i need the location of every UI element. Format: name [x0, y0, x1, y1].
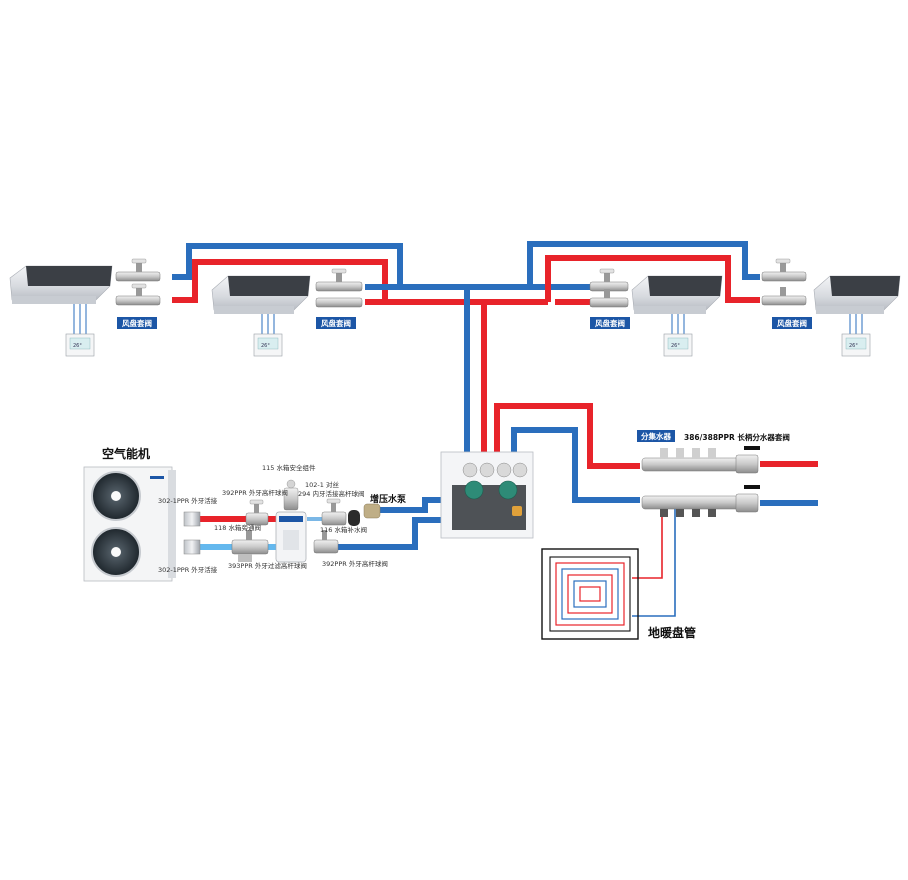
label-302-bottom: 302-1PPR 外牙活接	[158, 565, 218, 574]
fan-coil-unit-icon	[9, 265, 113, 304]
floor-heating-coil: 地暖盘管	[541, 548, 696, 640]
fan-coil-valve-label: 风盘套阀	[122, 318, 152, 328]
thermostat-panel-icon: 26°	[253, 333, 283, 357]
unit-fittings	[183, 479, 381, 563]
label-294: 294 内牙活接高杆球阀	[298, 489, 364, 498]
fan-coil-unit-icon	[813, 275, 901, 314]
label-393: 393PPR 外牙过滤高杆球阀	[228, 561, 307, 570]
booster-pump-icon	[363, 503, 381, 519]
label-115: 115 水箱安全组件	[262, 463, 316, 472]
valve-set-1: 风盘套阀	[115, 258, 161, 329]
return-pipe-from-manifold	[511, 427, 640, 503]
ball-valve-icon	[115, 283, 161, 306]
fan-coil-valve-label: 风盘套阀	[595, 318, 625, 328]
svg-text:26°: 26°	[261, 343, 270, 349]
ball-valve-icon	[315, 297, 363, 308]
fan-coil-valve-tag-4: 风盘套阀	[772, 317, 812, 329]
pipe-network	[172, 241, 818, 617]
ball-valve-icon	[589, 289, 629, 308]
ball-valve-icon	[589, 268, 629, 292]
manifold-assembly: 分集水器 386/388PPR 长柄分水器套阀	[637, 430, 790, 517]
union-fitting-top	[183, 511, 201, 527]
return-pipe-right-loop	[470, 241, 760, 290]
air-source-unit: 空气能机	[83, 446, 176, 582]
label-302-top: 302-1PPR 外牙活接	[158, 496, 218, 505]
manifold-valve-label: 386/388PPR 长柄分水器套阀	[684, 432, 790, 442]
svg-text:26°: 26°	[849, 343, 858, 349]
label-102: 102-1 对丝	[305, 480, 339, 489]
fan-coil-valve-tag-3: 风盘套阀	[590, 317, 630, 329]
fan-coil-unit-3: 26°	[631, 275, 723, 357]
coil-supply-feed	[632, 506, 663, 579]
heat-pump-outdoor-unit-icon	[83, 466, 176, 582]
fan-coil-unit-icon	[631, 275, 723, 314]
fan-coil-valve-tag-2: 风盘套阀	[316, 317, 356, 329]
ball-valve-icon	[115, 258, 161, 282]
ball-valve-icon	[761, 287, 807, 306]
svg-text:26°: 26°	[73, 343, 82, 349]
ball-valve-icon	[315, 268, 363, 292]
label-392-bottom: 392PPR 外牙高杆球阀	[322, 559, 388, 568]
label-118: 118 水箱旁通阀	[214, 523, 261, 532]
return-pipe-booster	[334, 517, 441, 550]
hydraulic-module-icon	[440, 451, 534, 539]
supply-pipe-left-loop	[172, 259, 548, 305]
fan-coil-valve-label: 风盘套阀	[777, 318, 807, 328]
fan-coil-unit-1: 26°	[9, 265, 113, 357]
bypass-valve-icon	[231, 530, 269, 562]
supply-pipe-to-manifold	[494, 403, 640, 469]
makeup-valve-icon	[348, 510, 360, 526]
union-fitting-bottom	[183, 539, 201, 555]
safety-group-icon	[283, 479, 299, 511]
ball-valve-icon	[321, 498, 347, 526]
thermostat-panel-icon: 26°	[65, 333, 95, 357]
ball-valve-icon	[245, 499, 269, 526]
label-116: 116 水箱补水阀	[320, 525, 367, 534]
manifold-label: 分集水器	[641, 431, 671, 441]
label-392-top: 392PPR 外牙高杆球阀	[222, 488, 288, 497]
fan-coil-valve-label: 风盘套阀	[321, 318, 351, 328]
return-pipe-left-loop	[172, 243, 560, 290]
fitting-labels: 302-1PPR 外牙活接 302-1PPR 外牙活接 392PPR 外牙高杆球…	[158, 463, 407, 574]
supply-pipe-right-loop	[545, 255, 760, 303]
manifold-icon	[641, 446, 760, 517]
fan-coil-unit-icon	[211, 275, 311, 314]
ball-valve-icon	[761, 258, 807, 282]
valve-set-4: 风盘套阀	[761, 258, 812, 329]
booster-pump-label: 增压水泵	[370, 493, 407, 505]
floor-heating-coil-label: 地暖盘管	[648, 625, 696, 640]
valve-set-2: 风盘套阀	[315, 268, 363, 329]
coil-return-feed	[632, 506, 676, 617]
supply-pipe-booster	[380, 497, 441, 513]
thermostat-panel-icon: 26°	[841, 333, 871, 357]
thermostat-panel-icon: 26°	[663, 333, 693, 357]
fan-coil-valve-tag-1: 风盘套阀	[117, 317, 157, 329]
hydraulic-module	[440, 451, 534, 539]
ball-valve-icon	[313, 530, 339, 554]
air-source-unit-label: 空气能机	[102, 446, 150, 461]
fan-coil-unit-2: 26°	[211, 275, 311, 357]
valve-set-3: 风盘套阀	[589, 268, 630, 329]
svg-text:26°: 26°	[671, 343, 680, 349]
floor-heating-coil-icon	[541, 548, 639, 640]
water-tank-icon	[275, 511, 307, 563]
fan-coil-unit-4: 26°	[813, 275, 901, 357]
